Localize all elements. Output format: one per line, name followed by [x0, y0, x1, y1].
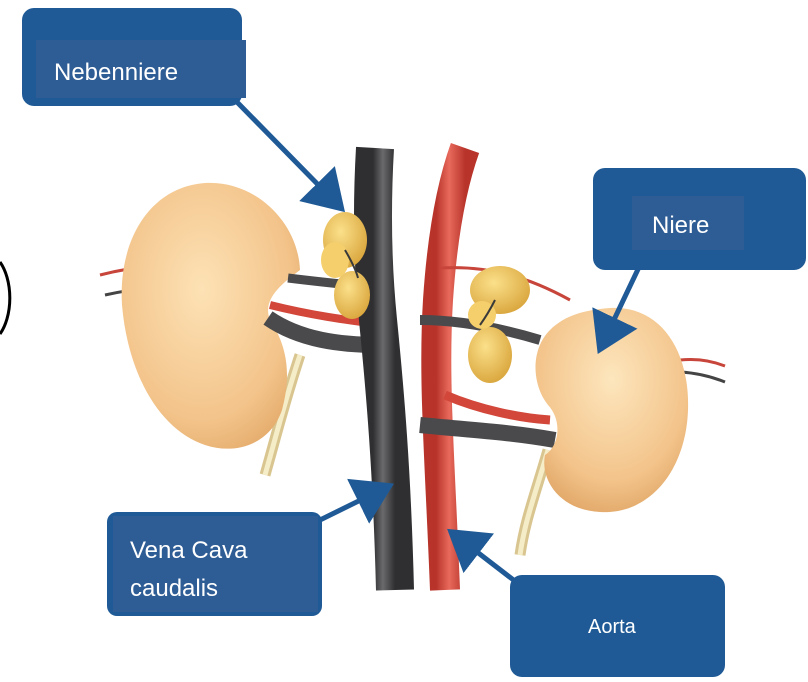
label-aorta: Aorta: [588, 616, 637, 638]
callout-vena-cava: Vena Cava caudalis: [107, 512, 322, 616]
right-kidney: [536, 308, 689, 512]
vena-cava-caudalis: [373, 148, 395, 590]
callout-kidney: Niere: [593, 168, 806, 270]
label-kidney: Niere: [652, 212, 709, 239]
label-vena-cava-line2: caudalis: [130, 575, 218, 602]
arrow-aorta: [455, 535, 520, 585]
callout-adrenal: Nebenniere: [22, 8, 246, 106]
aorta: [436, 148, 465, 590]
label-adrenal: Nebenniere: [54, 59, 178, 86]
partial-circle-mark: [0, 262, 10, 334]
label-vena-cava-line1: Vena Cava: [130, 537, 248, 564]
callout-aorta: Aorta: [510, 575, 725, 677]
arrow-adrenal: [235, 100, 338, 205]
